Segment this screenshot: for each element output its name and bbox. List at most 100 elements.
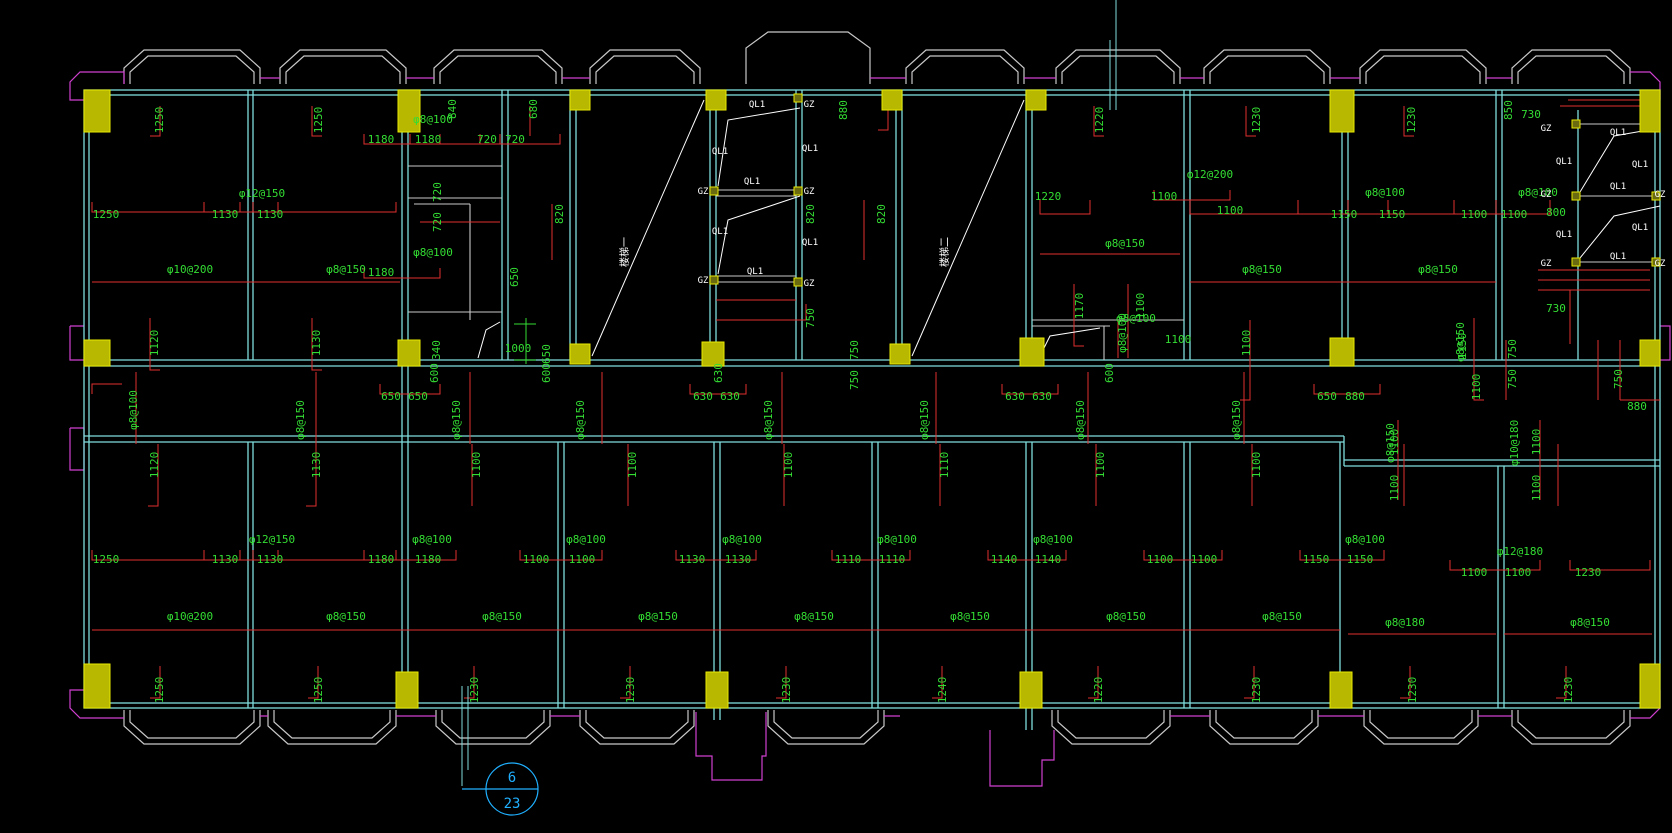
rebar-label: 1130 bbox=[725, 553, 752, 566]
columns bbox=[83, 89, 1661, 709]
rebar-label: φ12@200 bbox=[1187, 168, 1233, 181]
beam-label: QL1 bbox=[1632, 223, 1648, 233]
dimension-label: 1100 bbox=[1470, 374, 1483, 401]
stair-lines bbox=[477, 99, 1661, 359]
dimension-label: 1100 bbox=[1388, 475, 1401, 502]
dimension-label: 1170 bbox=[1073, 293, 1086, 320]
dimension-label: 750 bbox=[848, 370, 861, 390]
rebar-label: 730 bbox=[1521, 108, 1541, 121]
rebar-label: 1130 bbox=[257, 208, 284, 221]
stair-label: 楼梯一 bbox=[618, 237, 631, 267]
rebar-label: 1250 bbox=[93, 553, 120, 566]
rebar-label: 1100 bbox=[1165, 333, 1192, 346]
dimension-label: 1100 bbox=[782, 452, 795, 479]
rebar-lines bbox=[91, 99, 1660, 699]
dimension-label: 650 bbox=[540, 344, 553, 364]
rebar-label: φ12@180 bbox=[1497, 545, 1543, 558]
rebar-label: φ8@100 bbox=[413, 246, 453, 259]
dimension-label: 1120 bbox=[148, 452, 161, 479]
dimension-label: 1100 bbox=[626, 452, 639, 479]
gz-label: GZ bbox=[804, 100, 815, 110]
rebar-label: 1150 bbox=[1331, 208, 1358, 221]
gz-label: GZ bbox=[804, 279, 815, 289]
dimension-label: 1100 bbox=[1388, 429, 1401, 456]
axis-lines bbox=[461, 0, 1117, 786]
rebar-label: 1130 bbox=[212, 208, 239, 221]
dimension-label: 650 bbox=[508, 267, 521, 287]
rebar-label: φ8@150 bbox=[1418, 263, 1458, 276]
rebar-label: φ8@100 bbox=[1365, 186, 1405, 199]
rebar-label: 720 bbox=[477, 133, 497, 146]
rebar-label: 800 bbox=[1546, 206, 1566, 219]
rebar-label: 880 bbox=[1627, 400, 1647, 413]
dimension-label: 1100 bbox=[470, 452, 483, 479]
dimension-label: φ8@100 bbox=[127, 390, 140, 430]
stair-label: 楼梯二 bbox=[938, 237, 951, 267]
rebar-label: φ8@150 bbox=[326, 263, 366, 276]
dimension-label: φ8@100 bbox=[1116, 313, 1129, 353]
rebar-label: φ12@150 bbox=[239, 187, 285, 200]
dimension-label: φ10@180 bbox=[1508, 420, 1521, 466]
gz-label: GZ bbox=[1655, 259, 1666, 269]
dimension-label: φ8@150 bbox=[1230, 400, 1243, 440]
rebar-label: 630 bbox=[1005, 390, 1025, 403]
dimension-label: 1130 bbox=[310, 330, 323, 357]
dimension-label: 840 bbox=[446, 99, 459, 119]
rebar-label: 1000 bbox=[505, 342, 532, 355]
rebar-label: φ8@150 bbox=[794, 610, 834, 623]
beam-label: QL1 bbox=[1632, 160, 1648, 170]
dimension-label: 1110 bbox=[938, 452, 951, 479]
dimension-label: 750 bbox=[848, 340, 861, 360]
rebar-label: 1100 bbox=[1217, 204, 1244, 217]
rebar-label: φ12@150 bbox=[249, 533, 295, 546]
dimension-label: 1230 bbox=[1250, 107, 1263, 134]
rebar-label: 1130 bbox=[212, 553, 239, 566]
dimension-marker bbox=[514, 318, 536, 364]
rebar-label: 1250 bbox=[93, 208, 120, 221]
dimension-label: 1230 bbox=[780, 677, 793, 704]
dimension-label: φ8@150 bbox=[450, 400, 463, 440]
dimension-label: φ8@150 bbox=[1074, 400, 1087, 440]
beam-label: QL1 bbox=[802, 144, 818, 154]
rebar-label: 630 bbox=[1032, 390, 1052, 403]
dimension-label: φ8@150 bbox=[1384, 423, 1397, 463]
dimension-label: 1230 bbox=[1406, 677, 1419, 704]
gz-label: GZ bbox=[1541, 190, 1552, 200]
dimension-label: 720 bbox=[431, 212, 444, 232]
beam-label: QL1 bbox=[1610, 182, 1626, 192]
dimension-label: 600 bbox=[1103, 363, 1116, 383]
rebar-label: 1100 bbox=[1505, 566, 1532, 579]
beam-label: QL1 bbox=[1610, 128, 1626, 138]
grid-lines bbox=[247, 90, 1660, 730]
rebar-label: φ8@150 bbox=[1570, 616, 1610, 629]
dimension-label: 1220 bbox=[1093, 107, 1106, 134]
beam-label: QL1 bbox=[749, 100, 765, 110]
dimension-label: 1100 bbox=[1530, 429, 1543, 456]
dimension-label: 1100 bbox=[1250, 452, 1263, 479]
rebar-label: 720 bbox=[505, 133, 525, 146]
dimension-label: 680 bbox=[527, 99, 540, 119]
rebar-label: φ8@100 bbox=[413, 113, 453, 126]
rebar-label: φ8@100 bbox=[1116, 312, 1156, 325]
rebar-label: 1100 bbox=[1191, 553, 1218, 566]
section-callout[interactable]: 6 23 bbox=[462, 762, 539, 816]
rebar-label: φ8@150 bbox=[1262, 610, 1302, 623]
dimension-label: 1230 bbox=[1250, 677, 1263, 704]
rebar-label: 1180 bbox=[415, 553, 442, 566]
rebar-label: φ8@100 bbox=[1033, 533, 1073, 546]
rebar-label: 1220 bbox=[1035, 190, 1062, 203]
rebar-label: φ10@200 bbox=[167, 263, 213, 276]
rebar-label: φ10@200 bbox=[167, 610, 213, 623]
beam-label: QL1 bbox=[747, 267, 763, 277]
dimension-label: 1120 bbox=[148, 330, 161, 357]
rebar-label: φ8@100 bbox=[877, 533, 917, 546]
rebar-label: 650 bbox=[1317, 390, 1337, 403]
callout-sheet: 23 bbox=[504, 796, 521, 812]
dimension-label: 750 bbox=[1506, 339, 1519, 359]
dimension-label: 750 bbox=[804, 308, 817, 328]
dimension-label: 750 bbox=[1506, 369, 1519, 389]
dimension-label: 1220 bbox=[1092, 677, 1105, 704]
